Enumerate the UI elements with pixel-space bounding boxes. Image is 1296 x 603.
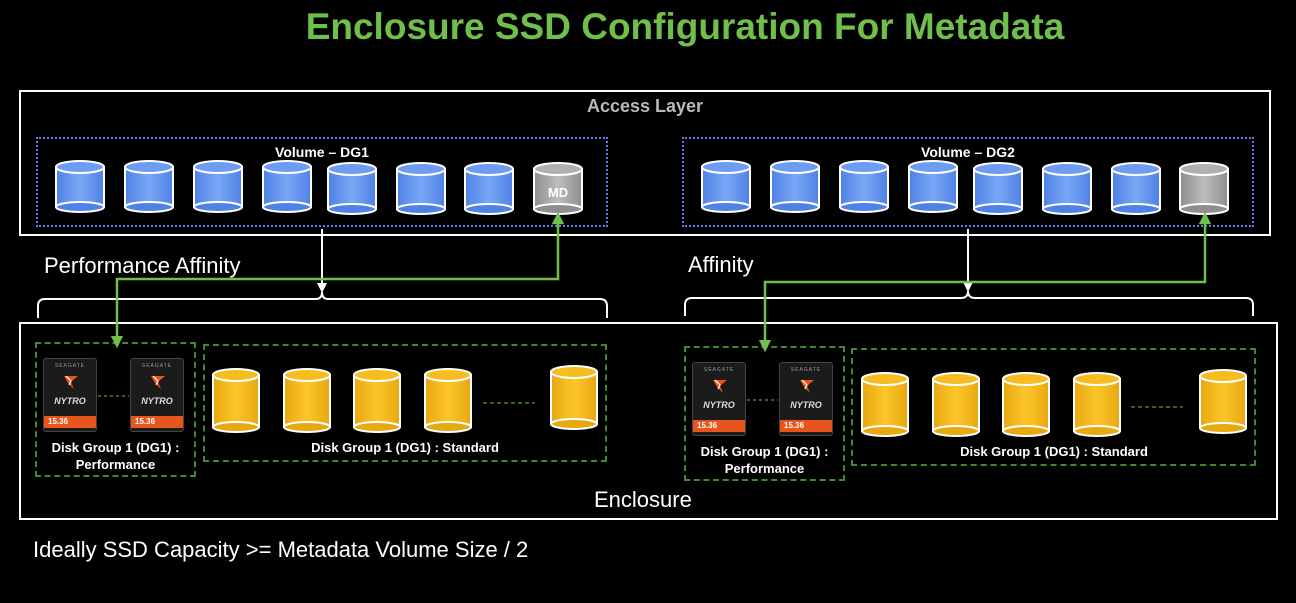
brace-left xyxy=(37,291,608,318)
metadata-disk-icon xyxy=(1179,162,1229,215)
affinity-arrow-right xyxy=(758,211,1212,353)
volume-disk-icon xyxy=(1042,162,1092,215)
hdd-disk-icon xyxy=(1199,369,1247,434)
volume-disk-icon xyxy=(193,160,243,213)
nytro-logo-icon xyxy=(800,379,814,393)
affinity-arrow-left xyxy=(110,211,565,349)
hdd-disk-icon xyxy=(283,368,331,433)
nytro-logo-icon xyxy=(151,375,165,389)
volume-dg2-label: Volume – DG2 xyxy=(921,144,1015,160)
dg1-standard-label: Disk Group 1 (DG1) : Standard xyxy=(311,440,499,455)
volume-disk-icon xyxy=(124,160,174,213)
enclosure-box xyxy=(19,322,1278,520)
hdd-disk-icon xyxy=(212,368,260,433)
volume-disk-icon xyxy=(1111,162,1161,215)
volume-dg1-disks xyxy=(55,160,583,215)
ssd-drive-icon: SEAGATE NYTRO 15.36 xyxy=(692,362,746,436)
dg2-performance-label: Disk Group 1 (DG1) : Performance xyxy=(700,444,829,476)
nytro-logo-icon xyxy=(64,375,78,389)
md-label: MD xyxy=(548,185,568,200)
hdd-disk-icon xyxy=(1002,372,1050,437)
brace-right xyxy=(684,290,1254,316)
hdd-disk-icon xyxy=(861,372,909,437)
volume-disk-icon xyxy=(839,160,889,213)
hdd-disk-icon xyxy=(353,368,401,433)
dg1-performance-label: Disk Group 1 (DG1) : Performance xyxy=(51,440,180,472)
dg2-standard-disks xyxy=(861,369,1247,437)
volume-disk-icon xyxy=(327,162,377,215)
dg1-standard-disks xyxy=(212,365,598,433)
volume-disk-icon xyxy=(973,162,1023,215)
volume-disk-icon xyxy=(770,160,820,213)
affinity-label: Affinity xyxy=(688,252,754,277)
nytro-logo-icon xyxy=(713,379,727,393)
ssd-drive-icon: SEAGATE NYTRO 15.36 xyxy=(779,362,833,436)
metadata-disk-icon xyxy=(533,162,583,215)
volume-disk-icon xyxy=(908,160,958,213)
volume-disk-icon xyxy=(262,160,312,213)
volume-disk-icon xyxy=(464,162,514,215)
hdd-disk-icon xyxy=(550,365,598,430)
volume-disk-icon xyxy=(55,160,105,213)
volume-disk-icon xyxy=(396,162,446,215)
dg2-standard-label: Disk Group 1 (DG1) : Standard xyxy=(960,444,1148,459)
footnote: Ideally SSD Capacity >= Metadata Volume … xyxy=(33,537,529,562)
hdd-disk-icon xyxy=(932,372,980,437)
access-layer-label: Access Layer xyxy=(586,96,704,116)
access-layer-box xyxy=(19,90,1271,236)
enclosure-label: Enclosure xyxy=(594,487,692,512)
hdd-disk-icon xyxy=(1073,372,1121,437)
volume-disk-icon xyxy=(701,160,751,213)
hdd-disk-icon xyxy=(424,368,472,433)
page-title: Enclosure SSD Configuration For Metadata xyxy=(305,6,1065,47)
volume-dg1-label: Volume – DG1 xyxy=(275,144,369,160)
volume-dg2-disks xyxy=(701,160,1229,215)
ssd-drive-icon: SEAGATE NYTRO 15.36 xyxy=(43,358,97,432)
ssd-drive-icon: SEAGATE NYTRO 15.36 xyxy=(130,358,184,432)
